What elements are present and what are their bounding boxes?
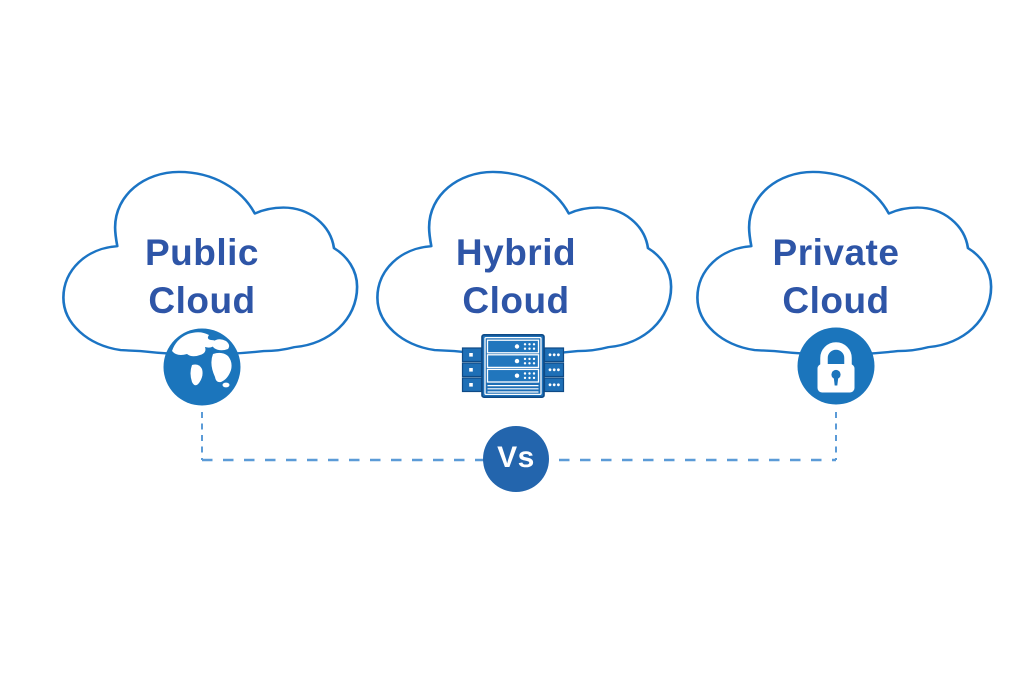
versus-badge: Vs	[483, 426, 549, 492]
public-cloud-label: Public Cloud	[82, 229, 322, 325]
private-cloud-outline	[696, 170, 993, 356]
private-cloud-label: Private Cloud	[716, 229, 956, 325]
public-cloud-label-line2: Cloud	[148, 280, 256, 321]
hybrid-cloud-outline	[376, 170, 673, 356]
globe-icon	[163, 328, 241, 406]
private-cloud-label-line1: Private	[772, 232, 900, 273]
public-cloud-label-line1: Public	[144, 232, 260, 273]
private-cloud-label-line2: Cloud	[782, 280, 890, 321]
lock-icon	[797, 327, 875, 405]
hybrid-cloud-label-line2: Cloud	[462, 280, 570, 321]
server-center-tower	[481, 334, 545, 398]
hybrid-cloud-label-line1: Hybrid	[455, 232, 577, 273]
hybrid-cloud-label: Hybrid Cloud	[396, 229, 636, 325]
server-left-tower	[461, 347, 483, 393]
versus-label: Vs	[497, 441, 535, 474]
server-right-tower	[543, 347, 565, 393]
public-cloud-outline	[62, 170, 359, 356]
server-icon	[461, 334, 565, 398]
